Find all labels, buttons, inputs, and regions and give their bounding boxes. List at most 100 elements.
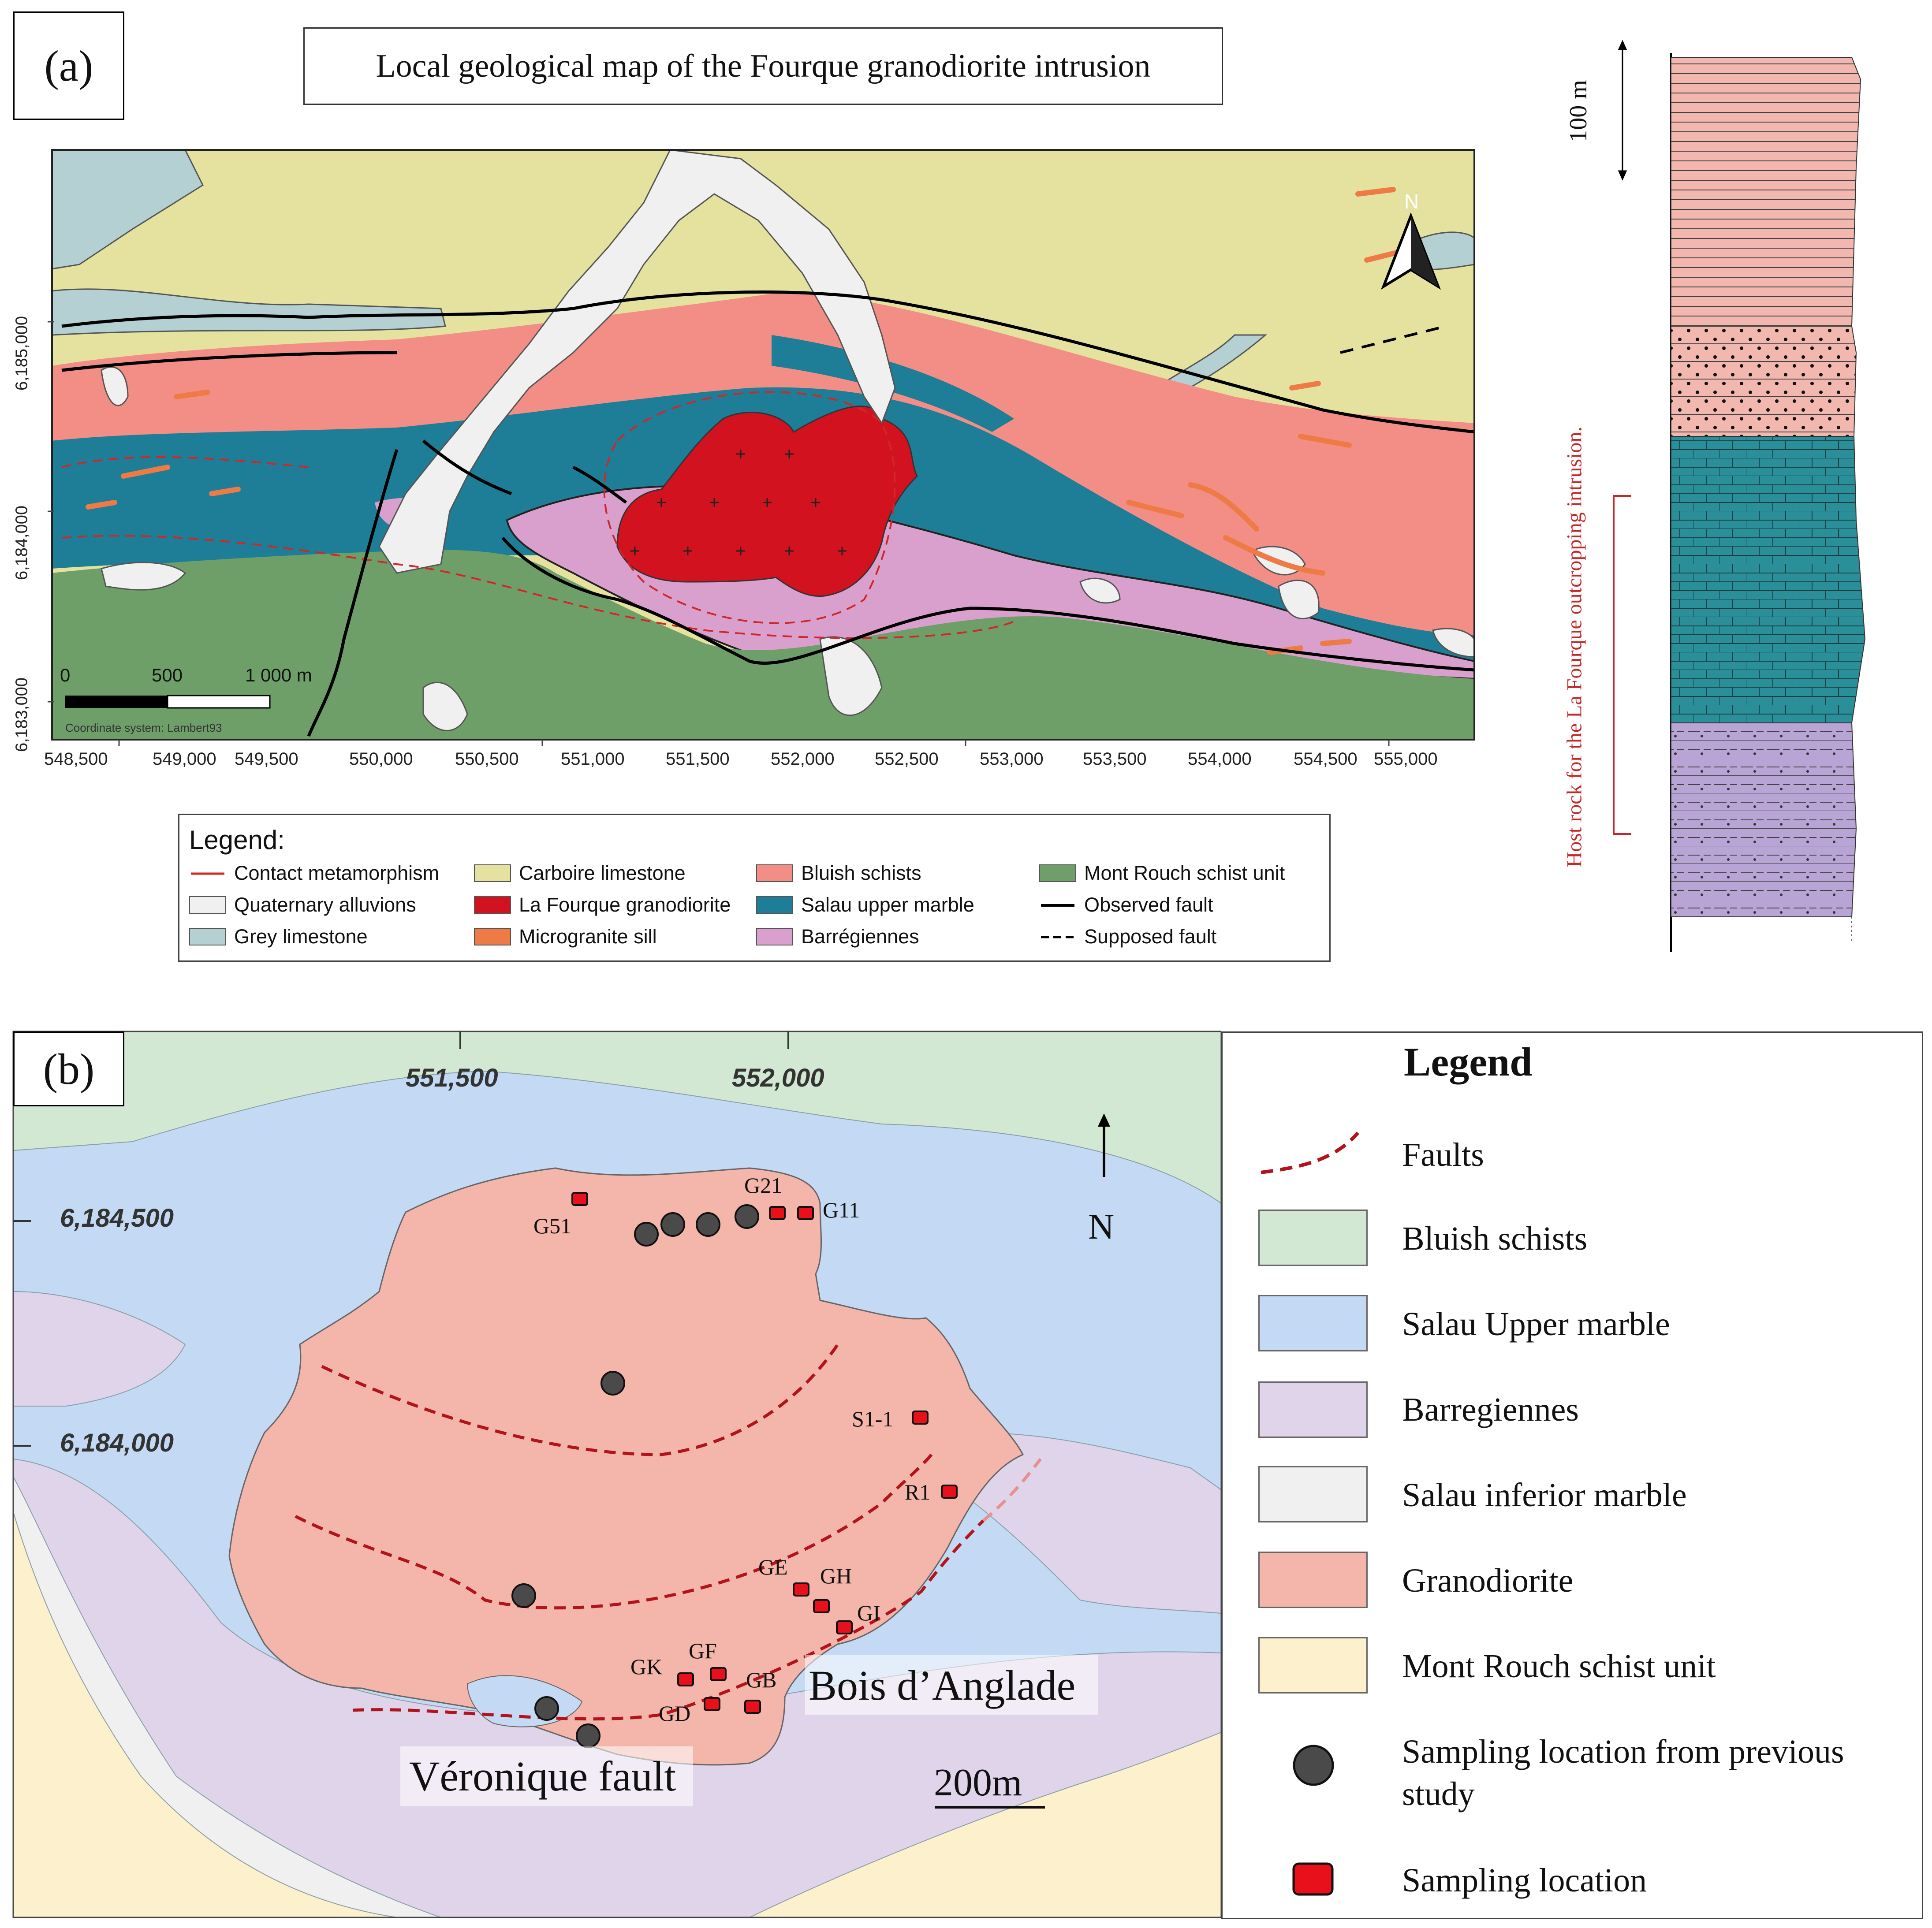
legend-b-swatch xyxy=(1258,1295,1368,1351)
bois-danglade-box xyxy=(805,1655,1098,1715)
legend-b-swatch xyxy=(1258,1552,1368,1608)
host-rock-bracket xyxy=(1613,495,1631,835)
supposed-fault-swatch xyxy=(1039,928,1076,945)
legend-a-swatch xyxy=(474,864,511,882)
legend-a-item: Barrégiennes xyxy=(756,925,919,948)
sample-label: GK xyxy=(630,1654,663,1679)
host-rock-label: Host rock for the La Fourque outcropping… xyxy=(1563,426,1586,867)
scale-label-500: 500 xyxy=(152,665,183,685)
legend-a-item: Mont Rouch schist unit xyxy=(1039,862,1285,885)
legend-b-swatch xyxy=(1258,1210,1368,1266)
x-tick-label-b: 551,500 xyxy=(406,1064,498,1092)
legend-a-swatch xyxy=(756,928,793,945)
north-label-b: N xyxy=(1088,1206,1115,1247)
legend-a-swatch xyxy=(189,928,226,945)
legend-a-label: Carboire limestone xyxy=(519,862,686,884)
legend-a-label: Microgranite sill xyxy=(519,925,657,948)
sample-label: GD xyxy=(659,1701,691,1726)
column-scale-label: 100 m xyxy=(1565,80,1592,142)
observed-faults xyxy=(61,290,1474,737)
map-b-frame xyxy=(12,1031,1221,1918)
sample-square xyxy=(941,1485,958,1499)
granodiorite-b xyxy=(228,1167,1024,1766)
north-arrow-icon xyxy=(1380,212,1441,290)
legend-a-label: Supposed fault xyxy=(1084,925,1217,948)
sample-label: G21 xyxy=(744,1173,783,1198)
x-tick-label: 549,500 xyxy=(235,749,298,769)
sample-square xyxy=(912,1411,929,1425)
alluvion-patch-1 xyxy=(101,562,186,591)
previous-sample-point xyxy=(660,1212,685,1237)
legend-a-label: Salau upper marble xyxy=(801,893,974,916)
column-scale-arrow xyxy=(1618,40,1627,181)
geological-map-a xyxy=(48,149,1475,746)
sample-square xyxy=(797,1206,814,1220)
sample-label: GE xyxy=(758,1555,788,1579)
sample-square xyxy=(793,1582,809,1597)
granodiorite-symbols xyxy=(630,450,847,555)
x-tick-label: 552,000 xyxy=(771,749,835,769)
legend-a-swatch xyxy=(1039,864,1076,882)
previous-sample-point xyxy=(576,1723,600,1748)
column-marble-unit xyxy=(1671,436,1866,723)
legend-a-swatch xyxy=(189,896,226,914)
legend-a-label: Mont Rouch schist unit xyxy=(1084,862,1285,884)
grey-limestone-area xyxy=(52,150,204,270)
y-tick-label: 6,184,000 xyxy=(12,505,31,581)
legend-b-label: Mont Rouch schist unit xyxy=(1402,1648,1716,1685)
legend-a-item: La Fourque granodiorite xyxy=(474,893,731,916)
scale-bar-a xyxy=(65,695,271,709)
y-tick-label-b: 6,184,500 xyxy=(60,1204,174,1232)
panel-a-title: Local geological map of the Fourque gran… xyxy=(303,27,1223,105)
sample-square xyxy=(704,1697,720,1711)
legend-b-label: Bluish schists xyxy=(1402,1220,1588,1257)
legend-a-swatch xyxy=(756,864,793,882)
geological-map-b xyxy=(12,1031,1221,1918)
legend-b-swatch xyxy=(1258,1637,1368,1694)
scale-label-1000: 1 000 m xyxy=(245,665,312,685)
x-tick-label: 548,500 xyxy=(44,749,108,769)
legend-a-item: Grey limestone xyxy=(189,925,368,948)
legend-a: Legend: Contact metamorphism Quaternary … xyxy=(178,814,1331,962)
sample-square xyxy=(836,1620,853,1634)
column-schist-unit xyxy=(1671,57,1861,327)
legend-a-item: Observed fault xyxy=(1039,893,1213,916)
sample-label: S1-1 xyxy=(852,1407,894,1431)
veronique-fault-label: Véronique fault xyxy=(409,1753,676,1800)
legend-b-swatch xyxy=(1258,1381,1368,1438)
x-tick-label: 550,500 xyxy=(455,749,519,769)
panel-a-label: (a) xyxy=(13,11,124,120)
x-tick-label: 554,500 xyxy=(1294,749,1358,769)
sample-square xyxy=(571,1192,588,1206)
y-tick-label: 6,185,000 xyxy=(12,316,31,391)
legend-a-item: Microgranite sill xyxy=(474,925,657,948)
alluvion-patch-7 xyxy=(101,366,129,406)
legend-b-label: Barregiennes xyxy=(1402,1391,1579,1428)
north-arrow-b-icon xyxy=(1098,1113,1110,1177)
north-label-a: N xyxy=(1404,190,1419,213)
previous-study-legend-icon xyxy=(1293,1745,1334,1786)
sample-label: GB xyxy=(746,1667,777,1692)
x-tick-label: 555,000 xyxy=(1374,749,1438,769)
x-tick-label-b: 552,000 xyxy=(732,1064,824,1092)
legend-a-label: La Fourque granodiorite xyxy=(519,893,731,916)
y-tick-label-b: 6,184,000 xyxy=(60,1429,174,1457)
microgranite-sills xyxy=(86,187,1405,655)
grey-limestone-strip xyxy=(52,288,446,336)
legend-a-label: Bluish schists xyxy=(801,862,921,884)
map-ticks xyxy=(48,321,1390,746)
alluvion-patch-2 xyxy=(819,636,883,716)
legend-b-label: Faults xyxy=(1402,1136,1484,1173)
observed-fault-swatch xyxy=(1039,896,1076,914)
legend-a-item: Quaternary alluvions xyxy=(189,893,416,916)
bois-danglade-label: Bois d’Anglade xyxy=(809,1662,1076,1709)
legend-a-swatch xyxy=(474,928,511,945)
sample-square xyxy=(813,1599,830,1613)
legend-a-label: Quaternary alluvions xyxy=(234,893,416,916)
sample-label: R1 xyxy=(905,1480,931,1504)
x-tick-label: 551,500 xyxy=(666,749,730,769)
supposed-faults xyxy=(1340,325,1447,354)
scale-label-b: 200m xyxy=(934,1761,1022,1804)
legend-b-swatch xyxy=(1258,1466,1368,1522)
grey-limestone-east2 xyxy=(1153,334,1268,398)
